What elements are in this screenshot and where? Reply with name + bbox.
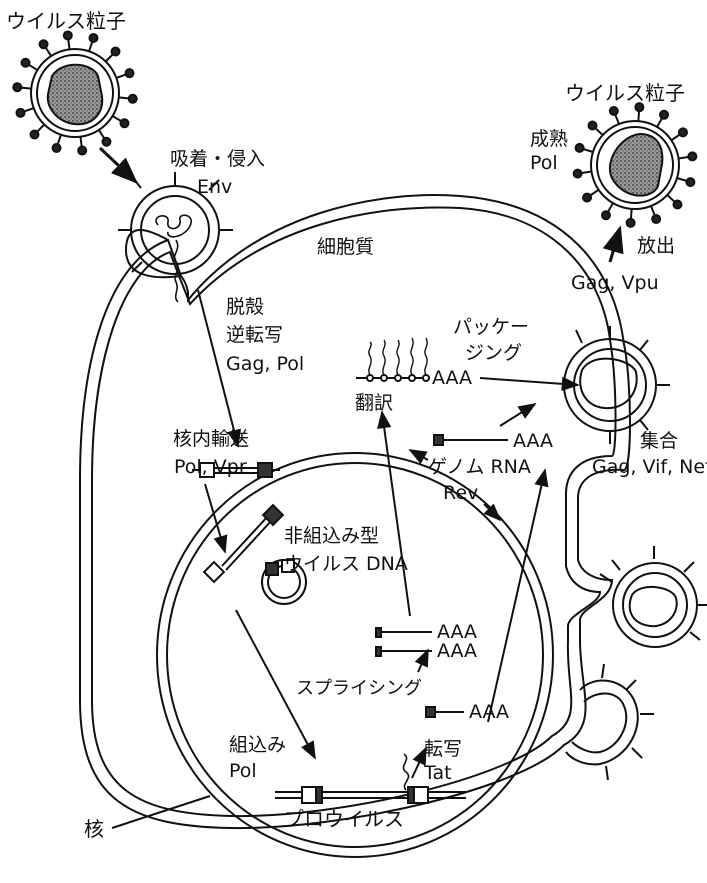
label-virus-particle-top: ウイルス粒子 [6,10,126,32]
spike-knob [89,34,97,42]
arrow-rev-left [410,450,428,460]
bud-middle [600,546,707,647]
spike-knob [688,152,696,160]
label-genome-rna: ゲノム RNA [428,456,531,478]
label-translation: 翻訳 [355,392,393,414]
spike-knob [610,107,618,115]
cell-membrane [80,195,630,828]
spike-knob [102,138,110,146]
arrow-entry [100,148,136,182]
spike-knob [129,95,137,103]
label-maturation: 成熟 [530,128,568,150]
spike-knob [112,47,120,55]
spike-knob [30,131,38,139]
label-aaa-translation: AAA [432,367,472,389]
nucleus-pointer [112,796,210,828]
spike-knob [126,69,134,77]
label-unintegrated-2: ウイルス DNA [284,553,408,575]
spike-knob [673,200,681,208]
label-packaging-1: パッケー [453,316,529,338]
label-env: Env [197,176,232,198]
label-nucleus: 核 [84,818,104,840]
spike-knob [120,119,128,127]
arrow-translation-up [382,412,410,616]
arrow-genome-packaging [500,404,535,426]
spike-knob [78,147,86,155]
label-integration: 組込み [229,734,286,756]
spike-knob [53,144,61,152]
spike-knob [602,211,610,219]
label-gag-vif-nef: Gag, Vif, Nef [592,456,707,478]
spike-knob [576,144,584,152]
virus-particle-top-left [13,31,136,154]
label-adsorption-entry: 吸着・侵入 [170,148,265,170]
arrow-splice-up [418,650,428,672]
spike-knob [686,178,694,186]
label-aaa-unspliced: AAA [469,701,509,723]
label-reverse-transcription: 逆転写 [226,324,283,346]
bud-lower [566,664,654,780]
spike-knob [652,215,660,223]
spike-knob [660,111,668,119]
label-splicing: スプライシング [296,678,422,700]
spike-knob [679,128,687,136]
label-unintegrated-1: 非組込み型 [284,525,379,547]
label-aaa-spliced-2: AAA [437,640,477,662]
label-aaa-genome: AAA [513,430,553,452]
spike-knob [627,219,635,227]
label-provirus: プロウイルス [284,808,404,830]
label-pol-mature: Pol [530,152,558,174]
spike-knob [40,40,48,48]
label-rev: Rev [443,482,478,504]
label-pol-vpr: Pol, Vpr [174,456,247,478]
spike-knob [13,83,21,91]
virus-particle-top-right [574,103,697,227]
label-nuclear-import: 核内輸送 [173,428,249,450]
label-packaging-2: ジング [465,342,522,364]
label-uncoating: 脱殻 [226,296,264,318]
spike-knob [589,122,597,130]
label-pol-integration: Pol [229,760,257,782]
label-gag-pol: Gag, Pol [226,353,304,375]
spike-knob [574,170,582,178]
arrow-release [610,228,620,262]
spike-knob [16,109,24,117]
label-gag-vpu: Gag, Vpu [571,272,659,294]
label-virus-particle-right: ウイルス粒子 [565,82,685,104]
label-cytoplasm: 細胞質 [317,236,374,258]
spike-knob [583,194,591,202]
arrow-unspliced-up [488,470,545,722]
label-assembly: 集合 [640,430,678,452]
label-release: 放出 [637,235,675,257]
label-tat: Tat [424,762,452,784]
spike-knob [22,59,30,67]
label-transcription: 転写 [424,738,462,760]
